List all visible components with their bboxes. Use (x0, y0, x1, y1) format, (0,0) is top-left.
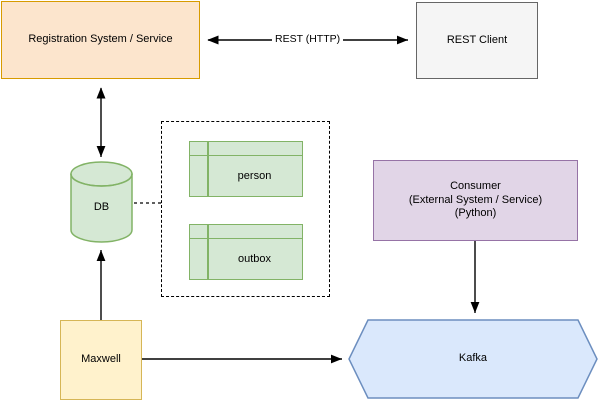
node-db[interactable]: DB (70, 161, 133, 243)
tables-group-container (161, 121, 330, 297)
node-db-label: DB (93, 201, 110, 214)
table-outbox-name: outbox (237, 253, 272, 265)
node-maxwell-label: Maxwell (81, 353, 121, 366)
table-person-header-row (190, 142, 302, 156)
node-registration-system[interactable]: Registration System / Service (1, 1, 200, 79)
node-rest-client-label: REST Client (446, 33, 508, 46)
table-outbox-column-divider (207, 225, 209, 238)
hexagon-shape (348, 319, 598, 399)
cylinder-shape (70, 161, 133, 243)
table-person-name: person (237, 170, 272, 182)
node-rest-client[interactable]: REST Client (416, 2, 538, 79)
node-consumer-label: Consumer (External System / Service) (Py… (408, 179, 543, 220)
node-registration-system-label: Registration System / Service (28, 33, 173, 46)
table-person-body-column-divider (207, 156, 209, 196)
table-outbox-body-column-divider (207, 239, 209, 279)
edge-label-rest-http: REST (HTTP) (272, 33, 344, 45)
node-kafka[interactable]: Kafka (348, 319, 598, 399)
node-kafka-label: Kafka (458, 352, 488, 365)
node-maxwell[interactable]: Maxwell (60, 320, 142, 400)
table-person-body-row: person (190, 156, 302, 196)
table-person-column-divider (207, 142, 209, 155)
node-consumer[interactable]: Consumer (External System / Service) (Py… (373, 160, 578, 241)
table-outbox-header-row (190, 225, 302, 239)
table-outbox-body-row: outbox (190, 239, 302, 279)
table-person[interactable]: person (189, 141, 303, 197)
table-outbox[interactable]: outbox (189, 224, 303, 280)
